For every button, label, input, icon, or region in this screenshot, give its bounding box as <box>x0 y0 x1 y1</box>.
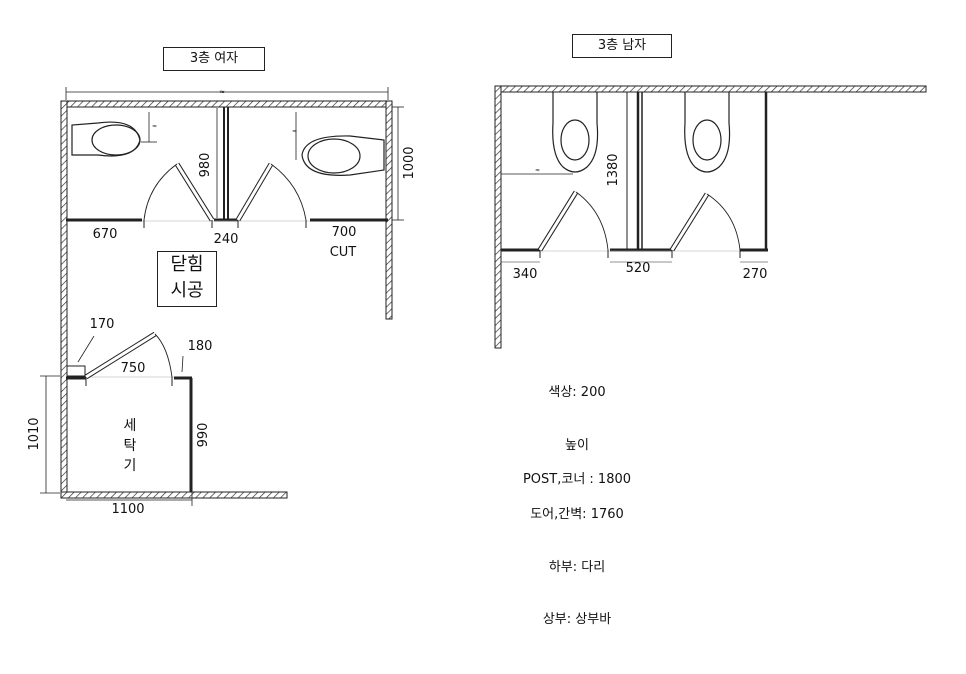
dim-980: 980 <box>198 153 213 178</box>
callout-line-2: 시공 <box>170 280 204 301</box>
note-bottom: 하부: 다리 <box>548 560 606 575</box>
washer-label-1: 세 <box>124 418 137 434</box>
dim-240: 240 <box>214 232 239 247</box>
men-plan: 1380 ≈ 340 520 270 <box>494 85 927 349</box>
washer-label-3: 기 <box>124 458 137 474</box>
men-title: 3층 남자 <box>572 34 672 58</box>
dim-270: 270 <box>743 267 768 282</box>
note-door: 도어,간벽: 1760 <box>530 507 624 522</box>
note-height-heading: 높이 <box>565 438 589 453</box>
cut-label: CUT <box>330 245 357 260</box>
dim-170: 170 <box>90 317 115 332</box>
men-top-wall <box>494 85 927 93</box>
women-title: 3층 여자 <box>163 47 265 71</box>
dim-1000: 1000 <box>402 146 417 179</box>
men-toilet-2 <box>684 92 731 173</box>
dim-670: 670 <box>93 227 118 242</box>
dim-180: 180 <box>188 339 213 354</box>
men-toilet-1 <box>552 92 599 173</box>
women-plan: ≈ ≈ 980 ≈ <box>27 87 417 517</box>
dim-340: 340 <box>513 267 538 282</box>
women-toilet-right <box>301 135 385 176</box>
svg-text:≈: ≈ <box>535 167 540 174</box>
dim-750: 750 <box>121 361 146 376</box>
dim-700: 700 <box>332 225 357 240</box>
men-left-wall <box>494 85 502 349</box>
dim-1380: 1380 <box>606 153 621 186</box>
close-construction-callout: 닫힘 시공 <box>157 251 217 307</box>
dim-1010: 1010 <box>27 417 42 450</box>
note-color: 색상: 200 <box>548 385 606 400</box>
washer-label-2: 탁 <box>124 438 137 454</box>
dim-520: 520 <box>626 261 651 276</box>
women-right-wall <box>385 100 393 320</box>
women-left-wall <box>60 100 68 499</box>
women-bottom-wall <box>60 491 288 499</box>
note-top: 상부: 상부바 <box>542 612 612 627</box>
dim-990: 990 <box>196 423 211 448</box>
women-top-wall <box>60 100 391 108</box>
dim-1100: 1100 <box>111 502 144 517</box>
women-top-dim-mark: ≈ <box>219 88 225 96</box>
note-post: POST,코너 : 1800 <box>522 472 632 487</box>
callout-line-1: 닫힘 <box>170 254 204 275</box>
svg-text:≈: ≈ <box>152 123 157 130</box>
svg-text:≈: ≈ <box>292 128 297 135</box>
